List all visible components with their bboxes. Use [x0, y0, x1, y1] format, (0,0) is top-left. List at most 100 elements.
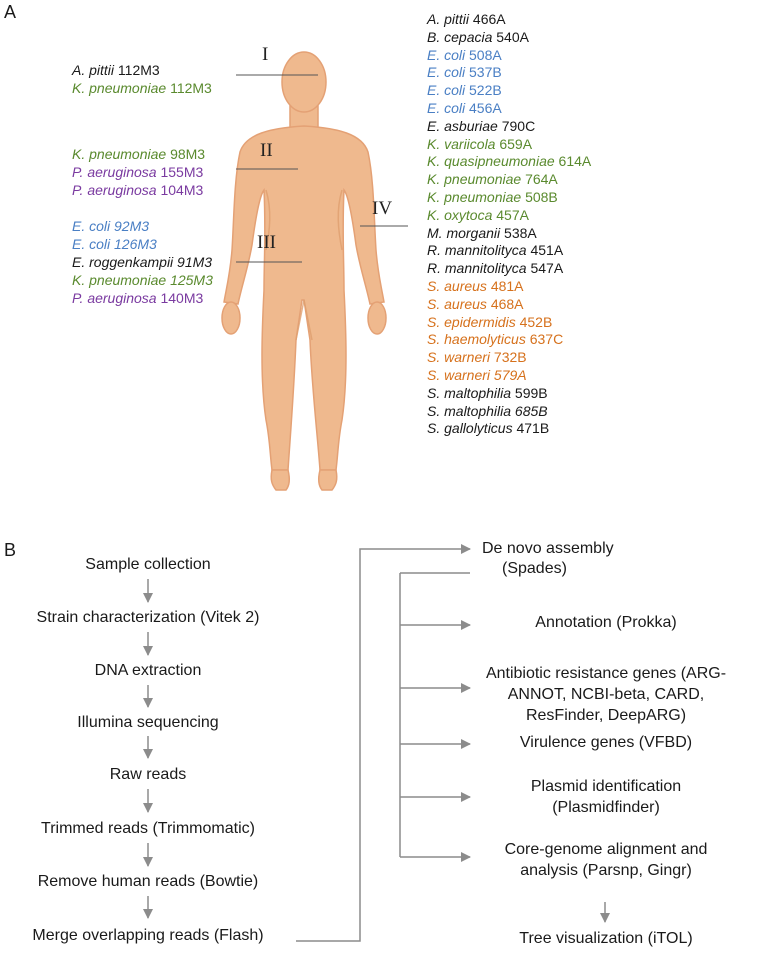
strain-species: R. mannitolityca	[427, 242, 527, 259]
step-arg-line-3: ResFinder, DeepARG)	[525, 707, 687, 724]
strain-entry: K. variicola 659A	[427, 136, 532, 153]
strain-entry: S. maltophilia 685B	[427, 403, 548, 420]
strain-entry: P. aeruginosa 140M3	[72, 290, 203, 307]
strain-species: P. aeruginosa	[72, 164, 157, 180]
strain-species: K. variicola	[427, 135, 496, 152]
strain-id: 155M3	[156, 164, 204, 180]
strain-species: S. haemolyticus	[427, 331, 526, 348]
region-label-IV: IV	[372, 198, 393, 219]
strain-entry: K. oxytoca 457A	[427, 207, 529, 224]
panel-label-a: A	[4, 2, 17, 22]
strain-species: K. pneumoniae	[72, 146, 167, 162]
strain-id: 451A	[526, 242, 564, 259]
step-raw-reads: Raw reads	[109, 766, 187, 783]
strain-id: 98M3	[166, 146, 206, 162]
strain-id: 508B	[521, 189, 558, 205]
strain-id: 468A	[486, 295, 524, 312]
strain-entry: A. pittii 112M3	[72, 62, 160, 79]
strain-id: 764A	[521, 171, 558, 188]
strain-entry: E. coli 537B	[427, 64, 502, 81]
step-plasmid-line-2: (Plasmidfinder)	[552, 799, 660, 816]
strain-id: 659A	[495, 135, 533, 152]
strain-entry: E. coli 522B	[427, 82, 502, 99]
strain-entry: S. epidermidis 452B	[427, 314, 552, 331]
strain-id: 126M3	[110, 236, 157, 252]
strain-entry: S. aureus 468A	[427, 296, 524, 313]
strain-entry: S. aureus 481A	[427, 278, 524, 295]
strain-species: E. coli	[72, 218, 111, 234]
strain-id: 481A	[486, 278, 524, 294]
human-body-illustration	[221, 51, 387, 491]
strain-species: K. quasipneumoniae	[427, 153, 555, 170]
strain-species: R. mannitolityca	[427, 260, 527, 277]
strain-entry: M. morganii 538A	[427, 225, 537, 242]
strain-entry: A. pittii 466A	[427, 11, 506, 28]
strain-id: 91M3	[173, 254, 213, 270]
step-annotation: Annotation (Prokka)	[535, 614, 677, 631]
strain-id: 614A	[554, 153, 592, 170]
step-sample-collection: Sample collection	[85, 556, 211, 573]
strain-species: A. pittii	[427, 11, 470, 27]
strain-id: 547A	[526, 260, 564, 277]
strain-species: E. coli	[427, 64, 466, 81]
strain-id: 685B	[511, 402, 548, 419]
region-label-II: II	[260, 140, 273, 161]
leader-lines	[236, 74, 408, 263]
strain-id: 522B	[465, 82, 502, 99]
step-core-genome-line-2: analysis (Parsnp, Gingr)	[520, 862, 692, 879]
step-dna-extraction: DNA extraction	[94, 662, 202, 679]
strain-entry: S. haemolyticus 637C	[427, 331, 563, 348]
step-trimmed-reads: Trimmed reads (Trimmomatic)	[41, 820, 255, 837]
strain-id: 112M3	[114, 62, 160, 78]
strain-entry: K. pneumoniae 98M3	[72, 146, 205, 163]
strain-id: 508A	[465, 46, 502, 63]
strain-species: E. coli	[427, 82, 466, 99]
strain-entry: E. roggenkampii 91M3	[72, 254, 212, 271]
strain-species: S. aureus	[427, 295, 487, 312]
strain-id: 452B	[515, 313, 553, 330]
strain-entry: S. gallolyticus 471B	[427, 420, 549, 437]
strain-species: K. pneumoniae	[427, 189, 522, 205]
step-de-novo-assembly: De novo assembly	[482, 540, 614, 557]
step-illumina-sequencing: Illumina sequencing	[77, 714, 219, 731]
strain-species: S. maltophilia	[427, 384, 512, 401]
strain-id: 140M3	[156, 290, 204, 306]
strain-id: 471B	[512, 420, 550, 437]
step-strain-characterization: Strain characterization (Vitek 2)	[36, 609, 260, 626]
strain-species: S. maltophilia	[427, 402, 512, 419]
body-shading	[265, 189, 343, 341]
step-virulence-genes: Virulence genes (VFBD)	[519, 734, 693, 751]
strain-entry: K. pneumoniae 764A	[427, 171, 558, 188]
strain-species: P. aeruginosa	[72, 290, 157, 306]
strain-id: 456A	[465, 100, 502, 116]
strain-id: 92M3	[110, 218, 150, 234]
strain-id: 125M3	[166, 272, 213, 288]
step-core-genome-line-1: Core-genome alignment and	[504, 841, 708, 858]
strain-entry: B. cepacia 540A	[427, 29, 529, 46]
step-tree-visualization: Tree visualization (iTOL)	[519, 930, 693, 947]
step-de-novo-assembly-tool: (Spades)	[502, 560, 567, 577]
strain-species: K. oxytoca	[427, 206, 493, 223]
strain-entry: K. pneumoniae 125M3	[72, 272, 213, 289]
strain-entry: K. quasipneumoniae 614A	[427, 153, 591, 170]
strain-id: 538A	[500, 224, 537, 241]
strain-species: E. coli	[72, 236, 111, 252]
strain-id: 540A	[492, 28, 529, 45]
strain-species: S. warneri	[427, 349, 491, 366]
strain-species: S. epidermidis	[427, 313, 516, 330]
strain-entry: P. aeruginosa 104M3	[72, 182, 203, 199]
strain-id: 104M3	[156, 182, 204, 198]
strain-entry: E. coli 92M3	[72, 218, 149, 235]
strain-species: M. morganii	[427, 224, 501, 241]
strain-species: A. pittii	[72, 62, 115, 78]
strain-id: 732B	[490, 349, 527, 366]
flow-branches-right	[399, 572, 610, 923]
strain-id: 537B	[465, 64, 502, 81]
step-merge-overlapping-reads: Merge overlapping reads (Flash)	[32, 927, 264, 944]
strain-entry: K. pneumoniae 112M3	[72, 80, 212, 97]
strain-species: S. aureus	[427, 278, 487, 294]
region-label-III: III	[257, 232, 276, 253]
strain-id: 790C	[497, 117, 536, 134]
strain-entry: R. mannitolityca 547A	[427, 260, 563, 277]
